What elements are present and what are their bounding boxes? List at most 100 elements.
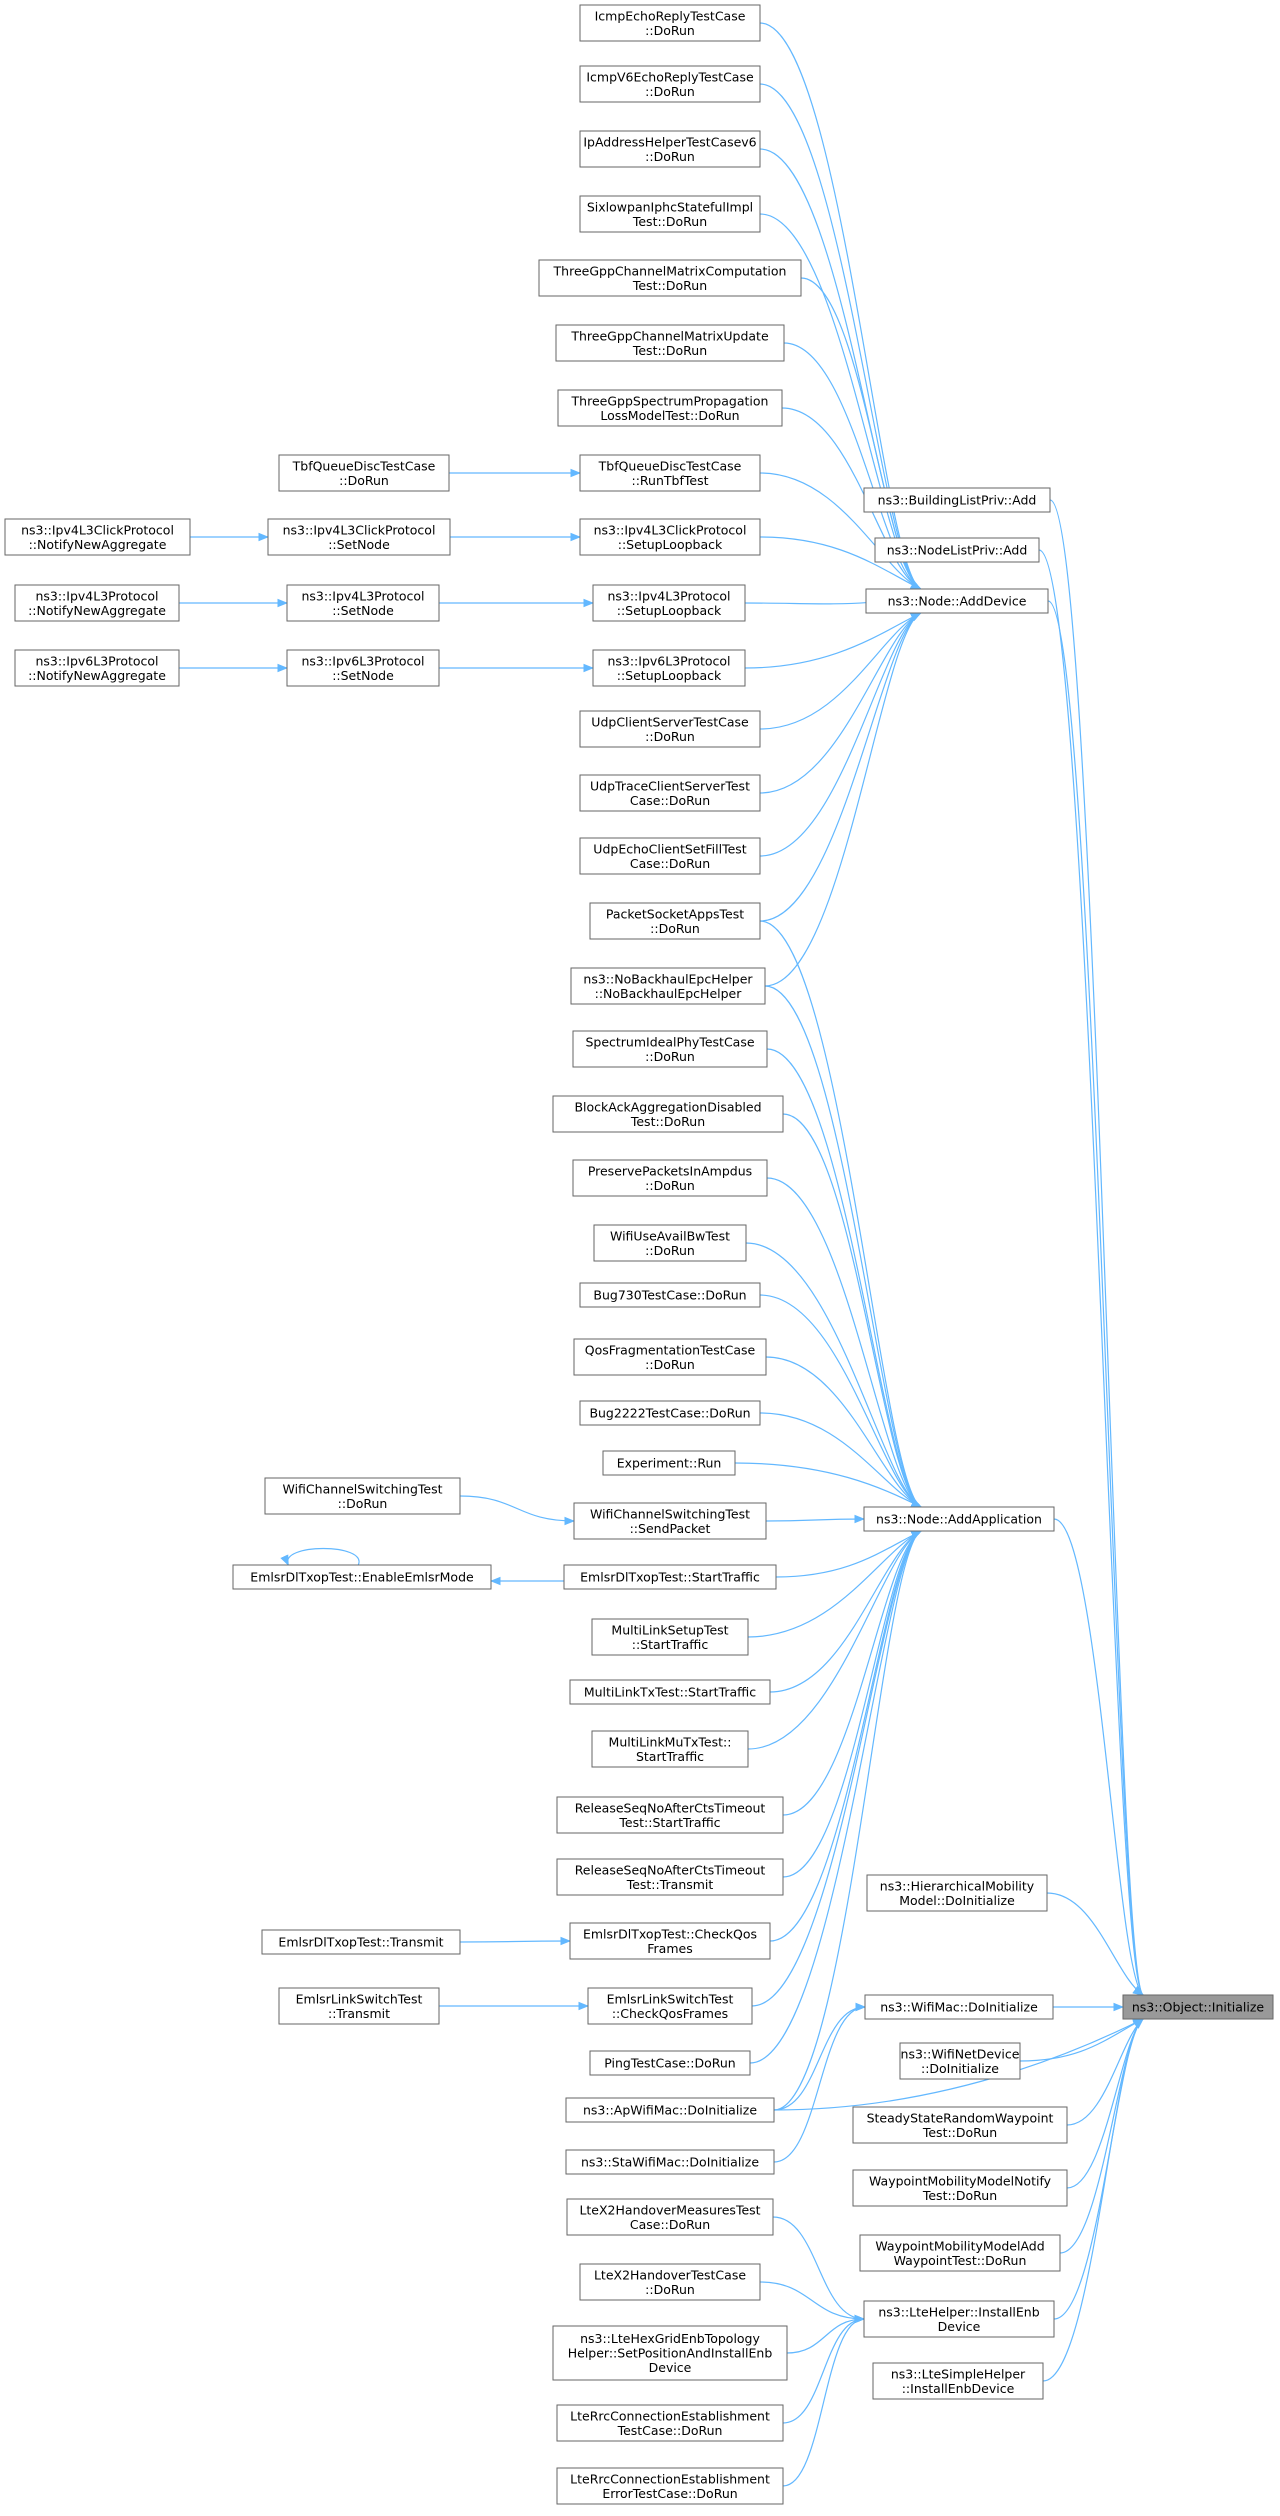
node-box[interactable] xyxy=(286,584,440,622)
node-box[interactable] xyxy=(592,584,746,622)
node-box[interactable] xyxy=(591,1730,749,1768)
node-box[interactable] xyxy=(556,2467,784,2505)
node-box[interactable] xyxy=(592,649,746,687)
node-box[interactable] xyxy=(863,2300,1055,2338)
node-multilinkmu[interactable]: MultiLinkMuTxTest::StartTraffic xyxy=(591,1730,749,1768)
node-box[interactable] xyxy=(267,518,451,556)
node-box[interactable] xyxy=(4,518,191,556)
node-qosfrag[interactable]: QosFragmentationTestCase::DoRun xyxy=(573,1338,767,1376)
node-box[interactable] xyxy=(589,902,761,940)
node-box[interactable] xyxy=(587,1987,753,2025)
node-ipv4l3click_sn[interactable]: ns3::Ipv4L3ClickProtocol::SetNode xyxy=(267,518,451,556)
node-box[interactable] xyxy=(569,1922,771,1960)
node-wifichansw_send[interactable]: WifiChannelSwitchingTest::SendPacket xyxy=(573,1502,767,1540)
node-box[interactable] xyxy=(859,2234,1061,2272)
node-box[interactable] xyxy=(573,1502,767,1540)
node-box[interactable] xyxy=(579,195,761,233)
node-ipv4l3click_sl[interactable]: ns3::Ipv4L3ClickProtocol::SetupLoopback xyxy=(579,518,761,556)
node-packetsocket[interactable]: PacketSocketAppsTest::DoRun xyxy=(589,902,761,940)
node-box[interactable] xyxy=(579,837,761,875)
node-box[interactable] xyxy=(899,2042,1021,2080)
node-emlsrlink_tx[interactable]: EmlsrLinkSwitchTest::Transmit xyxy=(278,1987,440,2025)
node-box[interactable] xyxy=(865,588,1049,614)
node-box[interactable] xyxy=(565,2149,775,2175)
node-tbfrun[interactable]: TbfQueueDiscTestCase::RunTbfTest xyxy=(579,454,761,492)
node-ipv4l3click_nna[interactable]: ns3::Ipv4L3ClickProtocol::NotifyNewAggre… xyxy=(4,518,191,556)
node-ipv4l3_sn[interactable]: ns3::Ipv4L3Protocol::SetNode xyxy=(286,584,440,622)
node-bug2222[interactable]: Bug2222TestCase::DoRun xyxy=(579,1400,761,1426)
node-box[interactable] xyxy=(555,324,785,362)
node-box[interactable] xyxy=(591,1618,749,1656)
node-box[interactable] xyxy=(538,259,802,297)
node-stawifimac[interactable]: ns3::StaWifiMac::DoInitialize xyxy=(565,2149,775,2175)
node-releaseseq_tx[interactable]: ReleaseSeqNoAfterCtsTimeoutTest::Transmi… xyxy=(556,1858,784,1896)
node-box[interactable] xyxy=(579,518,761,556)
node-box[interactable] xyxy=(602,1450,736,1476)
node-ltehelper[interactable]: ns3::LteHelper::InstallEnbDevice xyxy=(863,2300,1055,2338)
node-objinit[interactable]: ns3::Object::Initialize xyxy=(1122,1994,1274,2020)
node-box[interactable] xyxy=(593,1224,747,1262)
node-box[interactable] xyxy=(552,2325,788,2381)
node-box[interactable] xyxy=(569,1679,771,1705)
node-buildinglist[interactable]: ns3::BuildingListPriv::Add xyxy=(863,487,1051,513)
node-box[interactable] xyxy=(579,454,761,492)
node-box[interactable] xyxy=(570,967,766,1005)
node-box[interactable] xyxy=(579,1400,761,1426)
node-box[interactable] xyxy=(572,1159,768,1197)
node-box[interactable] xyxy=(552,1095,784,1133)
node-adddevice[interactable]: ns3::Node::AddDevice xyxy=(865,588,1049,614)
node-ltex2handover[interactable]: LteX2HandoverTestCase::DoRun xyxy=(579,2263,761,2301)
node-box[interactable] xyxy=(579,2263,761,2301)
node-addapplication[interactable]: ns3::Node::AddApplication xyxy=(863,1506,1055,1532)
node-nodelist[interactable]: ns3::NodeListPriv::Add xyxy=(874,537,1040,563)
node-experiment[interactable]: Experiment::Run xyxy=(602,1450,736,1476)
node-box[interactable] xyxy=(872,2362,1044,2400)
node-box[interactable] xyxy=(232,1564,492,1590)
node-lterrc[interactable]: LteRrcConnectionEstablishmentTestCase::D… xyxy=(556,2404,784,2442)
node-emlsr_transmit[interactable]: EmlsrDlTxopTest::Transmit xyxy=(261,1929,461,1955)
node-ipaddrhelper[interactable]: IpAddressHelperTestCasev6::DoRun xyxy=(579,130,761,168)
node-preserve[interactable]: PreservePacketsInAmpdus::DoRun xyxy=(572,1159,768,1197)
node-box[interactable] xyxy=(572,1030,768,1068)
node-box[interactable] xyxy=(866,1874,1048,1912)
node-ipv6l3_sn[interactable]: ns3::Ipv6L3Protocol::SetNode xyxy=(286,649,440,687)
node-box[interactable] xyxy=(864,1994,1054,2020)
node-box[interactable] xyxy=(863,487,1051,513)
node-ltehexgrid[interactable]: ns3::LteHexGridEnbTopologyHelper::SetPos… xyxy=(552,2325,788,2381)
node-box[interactable] xyxy=(579,1282,761,1308)
node-tbfdorun[interactable]: TbfQueueDiscTestCase::DoRun xyxy=(278,454,450,492)
node-box[interactable] xyxy=(14,649,180,687)
node-ipv4l3_nna[interactable]: ns3::Ipv4L3Protocol::NotifyNewAggregate xyxy=(14,584,180,622)
node-box[interactable] xyxy=(579,130,761,168)
node-box[interactable] xyxy=(278,454,450,492)
node-releaseseq_start[interactable]: ReleaseSeqNoAfterCtsTimeoutTest::StartTr… xyxy=(556,1796,784,1834)
node-emlsr_enable[interactable]: EmlsrDlTxopTest::EnableEmlsrMode xyxy=(232,1564,492,1590)
node-ltesimple[interactable]: ns3::LteSimpleHelper::InstallEnbDevice xyxy=(872,2362,1044,2400)
node-box[interactable] xyxy=(852,2106,1068,2144)
node-multilinktx[interactable]: MultiLinkTxTest::StartTraffic xyxy=(569,1679,771,1705)
node-box[interactable] xyxy=(557,389,783,427)
node-icmpv6echo[interactable]: IcmpV6EchoReplyTestCase::DoRun xyxy=(579,65,761,103)
node-apwifimac[interactable]: ns3::ApWifiMac::DoInitialize xyxy=(565,2097,775,2123)
node-wifinetdevice[interactable]: ns3::WifiNetDevice::DoInitialize xyxy=(899,2042,1021,2080)
node-box[interactable] xyxy=(863,1506,1055,1532)
node-emlsr_checkqos[interactable]: EmlsrDlTxopTest::CheckQosFrames xyxy=(569,1922,771,1960)
node-udpcs[interactable]: UdpClientServerTestCase::DoRun xyxy=(579,710,761,748)
node-multilinksetup[interactable]: MultiLinkSetupTest::StartTraffic xyxy=(591,1618,749,1656)
node-box[interactable] xyxy=(579,4,761,42)
node-wifiuseavail[interactable]: WifiUseAvailBwTest::DoRun xyxy=(593,1224,747,1262)
node-box[interactable] xyxy=(278,1987,440,2025)
node-emlsr_start[interactable]: EmlsrDlTxopTest::StartTraffic xyxy=(563,1564,777,1590)
node-ipv4l3_sl[interactable]: ns3::Ipv4L3Protocol::SetupLoopback xyxy=(592,584,746,622)
node-box[interactable] xyxy=(1122,1994,1274,2020)
node-box[interactable] xyxy=(556,2404,784,2442)
node-box[interactable] xyxy=(573,1338,767,1376)
node-threegppspectrum[interactable]: ThreeGppSpectrumPropagationLossModelTest… xyxy=(557,389,783,427)
node-wifichansw_dorun[interactable]: WifiChannelSwitchingTest::DoRun xyxy=(264,1477,461,1515)
